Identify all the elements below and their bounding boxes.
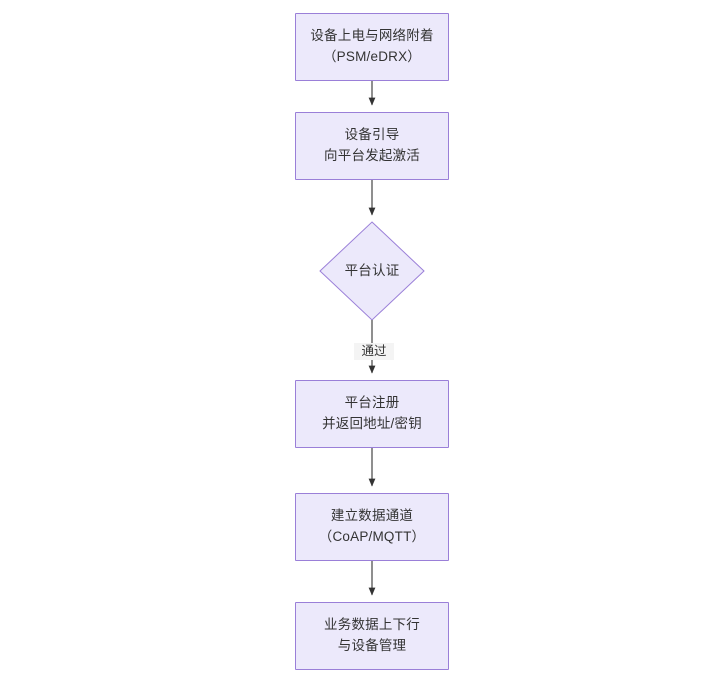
node-business-data[interactable]: 业务数据上下行 与设备管理 <box>295 602 449 670</box>
node-platform-auth[interactable]: 平台认证 <box>320 222 424 320</box>
node-text-line: 向平台发起激活 <box>324 148 420 163</box>
node-text-line: 与设备管理 <box>337 638 407 653</box>
node-platform-register[interactable]: 平台注册 并返回地址/密钥 <box>295 380 449 448</box>
node-text-line: 业务数据上下行 <box>324 617 420 633</box>
node-data-channel[interactable]: 建立数据通道 （CoAP/MQTT） <box>295 493 449 561</box>
node-text-line: 设备引导 <box>344 127 400 143</box>
edge-label-pass: 通过 <box>354 343 394 360</box>
node-text-line: 平台认证 <box>344 262 400 278</box>
node-device-power-on[interactable]: 设备上电与网络附着 （PSM/eDRX） <box>295 13 449 81</box>
node-text-line: 平台注册 <box>344 395 400 411</box>
node-text-line: 并返回地址/密钥 <box>322 416 422 431</box>
node-device-bootstrap[interactable]: 设备引导 向平台发起激活 <box>295 112 449 180</box>
node-text-line: 建立数据通道 <box>330 508 414 524</box>
node-text-line: 设备上电与网络附着 <box>310 28 434 44</box>
node-text-line: （CoAP/MQTT） <box>318 529 426 544</box>
node-text-line: （PSM/eDRX） <box>322 49 422 64</box>
